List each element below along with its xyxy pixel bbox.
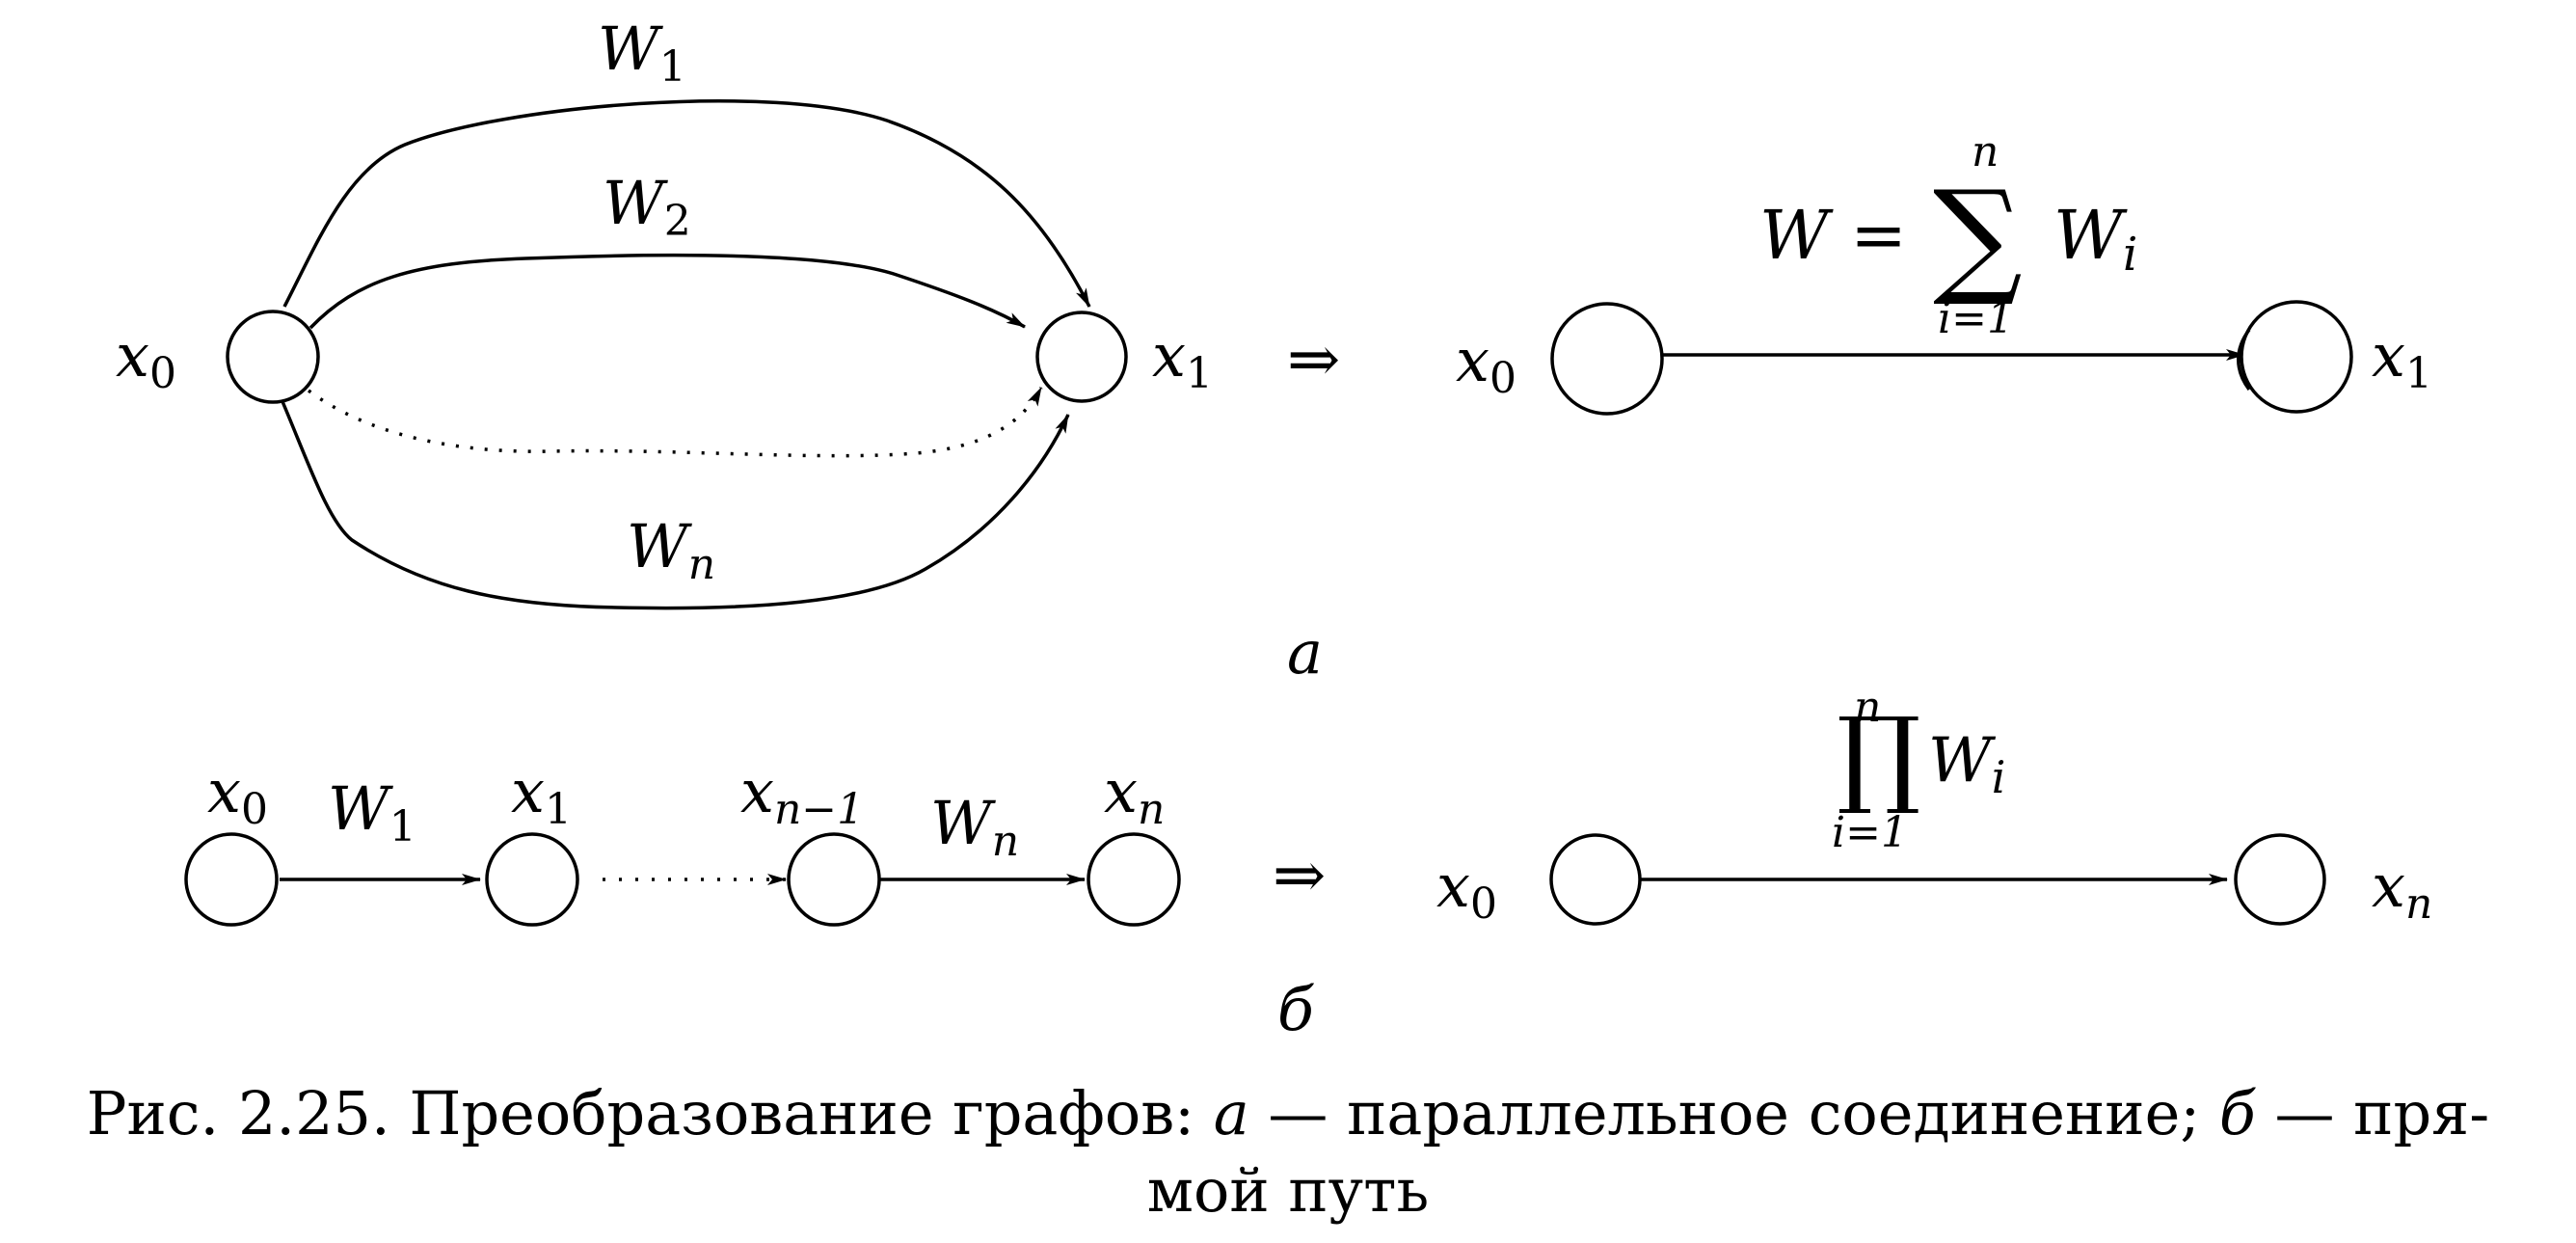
implies-arrow-a: ⇒ xyxy=(1287,322,1340,396)
figure-caption-line-2: мой путь xyxy=(0,1155,2576,1226)
node-b-xn xyxy=(1087,832,1181,927)
node-b-x0 xyxy=(184,832,279,927)
node-x0 xyxy=(226,310,320,404)
node-x1-result xyxy=(2240,300,2353,414)
part-b-label: б xyxy=(1277,974,1315,1044)
label-b-wn: Wn xyxy=(930,788,1019,866)
node-b-x1 xyxy=(485,832,579,927)
caption-suffix: — пря- xyxy=(2255,1078,2490,1148)
caption-mid: — параллельное соединение; xyxy=(1248,1078,2219,1148)
label-x0: x0 xyxy=(116,320,176,398)
label-x1-result: x1 xyxy=(2372,320,2432,398)
label-wn: Wn xyxy=(627,511,715,589)
caption-line-2-text: мой путь xyxy=(1146,1155,1430,1226)
edge-w1 xyxy=(282,98,1091,308)
edge-wn xyxy=(280,398,1070,610)
prod-symbol: ∏ xyxy=(1837,694,1921,818)
label-b-w1: W1 xyxy=(328,773,416,851)
node-b-x0-result xyxy=(1549,833,1642,926)
caption-label-b: б xyxy=(2218,1078,2256,1148)
caption-label-a: а xyxy=(1213,1078,1249,1148)
label-b-xn1: xn−1 xyxy=(740,756,864,834)
edge-w2 xyxy=(309,253,1026,330)
prod-upper: n xyxy=(1854,683,1881,732)
prod-lower: i=1 xyxy=(1832,808,1908,857)
figure-caption-line-1: Рис. 2.25. Преобразование графов: а — па… xyxy=(0,1078,2576,1148)
sum-symbol: ∑ xyxy=(1933,163,2023,310)
part-a-parallel xyxy=(226,98,2353,610)
sum-lhs: W = xyxy=(1759,196,1907,275)
label-x1: x1 xyxy=(1152,320,1213,398)
label-x0-result: x0 xyxy=(1456,325,1516,403)
label-w2: W2 xyxy=(603,168,691,246)
arc-join xyxy=(2237,328,2251,392)
caption-prefix: Рис. 2.25. Преобразование графов: xyxy=(86,1078,1214,1148)
label-b-x0-result: x0 xyxy=(1436,851,1497,929)
node-b-xn-result xyxy=(2234,833,2326,926)
prod-term: Wi xyxy=(1928,725,2006,803)
sum-lower: i=1 xyxy=(1938,294,2014,343)
edge-dotted xyxy=(307,387,1043,458)
label-b-x1: x1 xyxy=(511,756,572,834)
sum-term: Wi xyxy=(2053,196,2137,282)
implies-arrow-b: ⇒ xyxy=(1273,838,1326,912)
part-a-label: a xyxy=(1287,617,1323,688)
node-x0-result xyxy=(1550,302,1664,416)
node-x1 xyxy=(1035,311,1128,403)
sum-upper: n xyxy=(1972,127,1999,176)
label-b-x0: x0 xyxy=(207,756,268,834)
label-b-xn: xn xyxy=(1104,756,1165,834)
label-b-xn-result: xn xyxy=(2372,851,2432,929)
node-b-xn1 xyxy=(787,832,881,927)
label-w1: W1 xyxy=(598,14,686,92)
part-b-direct-path xyxy=(184,832,2326,927)
